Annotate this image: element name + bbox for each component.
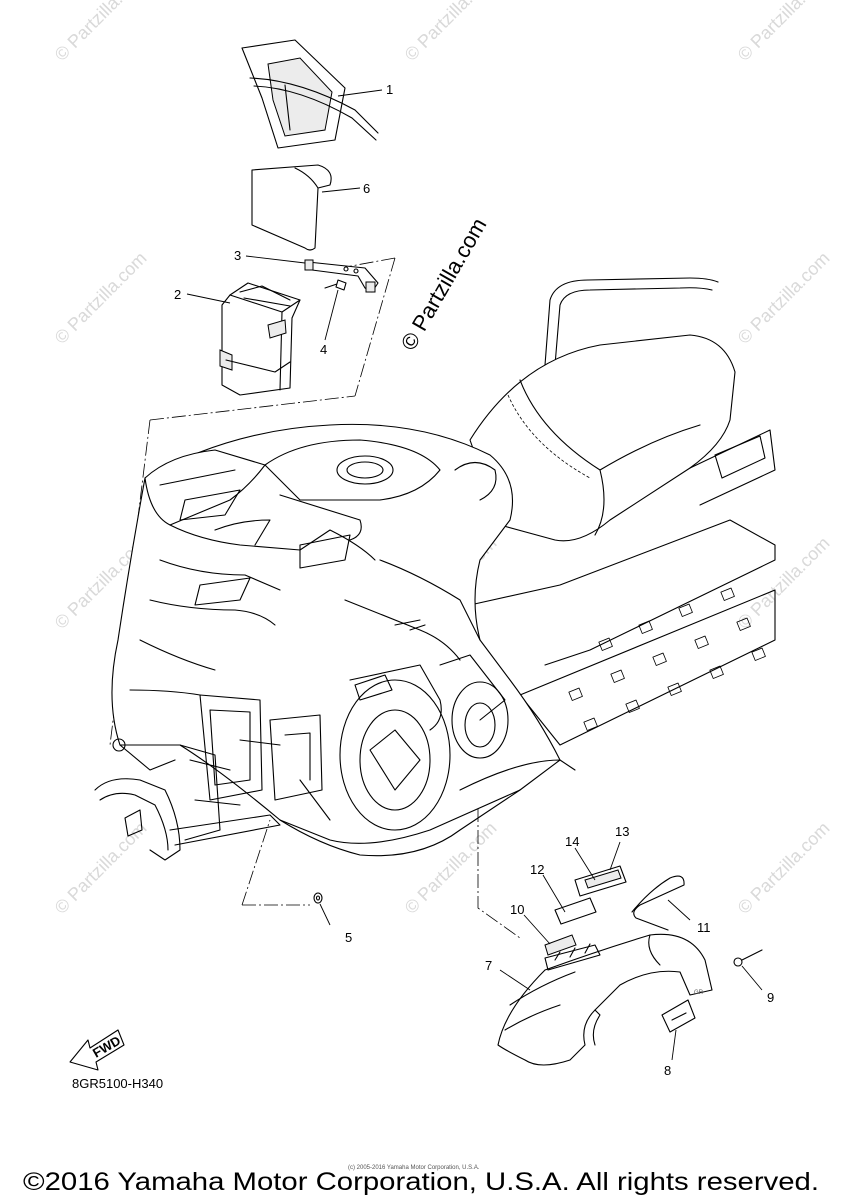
damper-part [544,934,577,956]
bracket-part [304,259,379,293]
callout-6: 6 [363,181,370,196]
callout-5: 5 [345,930,352,945]
watermark: © Partzilla.com [734,248,834,348]
callout-12: 12 [530,862,544,877]
windshield [144,449,266,526]
diagram-code: 8GR5100-H340 [72,1076,163,1091]
tunnel [469,519,776,666]
callout-numbers: 1 2 3 4 5 6 7 8 9 10 11 12 13 14 [174,82,774,1078]
leader-lines [186,89,763,1061]
strap-part [251,164,332,251]
track-lugs [568,587,766,731]
watermark: © Partzilla.com [734,533,834,633]
callout-14: 14 [565,834,579,849]
callout-7: 7 [485,958,492,973]
watermark: © Partzilla.com [51,0,151,65]
fwd-arrow-icon: FWD [69,1029,125,1071]
track [519,589,776,746]
callout-4: 4 [320,342,327,357]
grab-rail [554,287,713,366]
seat [469,334,736,542]
callout-1: 1 [386,82,393,97]
callout-3: 3 [234,248,241,263]
bolt-part [324,279,347,291]
label-part-12 [554,897,597,925]
svg-text:GR: GR [694,990,704,996]
callout-13: 13 [615,824,629,839]
callout-2: 2 [174,287,181,302]
watermark: © Partzilla.com [734,818,834,918]
watermark: © Partzilla.com [51,248,151,348]
callout-11: 11 [697,920,711,935]
clutch-cover [339,679,451,831]
mud-flap-part: GR [497,933,713,1066]
watermark: © Partzilla.com [401,0,501,65]
rivet-part [733,949,763,967]
washer-part [313,892,323,904]
callout-10: 10 [510,902,524,917]
partzilla-watermark: © Partzilla.com [396,214,492,355]
snowmobile-body [94,277,776,861]
copyright-footer: ©2016 Yamaha Motor Corporation, U.S.A. A… [23,1168,819,1196]
label-plate-part [661,999,696,1033]
callout-9: 9 [767,990,774,1005]
watermark: © Partzilla.com [734,0,834,65]
small-print: (c) 2005-2016 Yamaha Motor Corporation, … [348,1165,480,1171]
rod-part [631,875,685,931]
tool-bag-part [241,39,379,149]
battery-part [219,282,301,396]
label-part-13 [574,865,627,897]
callout-8: 8 [664,1063,671,1078]
